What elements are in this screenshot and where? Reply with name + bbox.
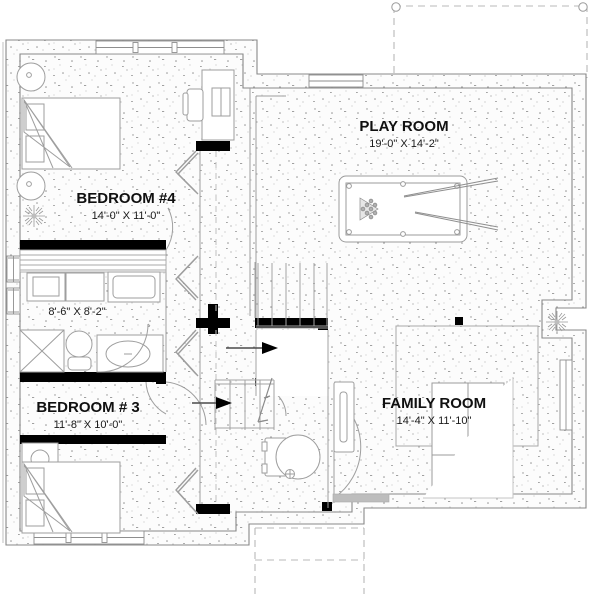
bathroom-vanity	[96, 334, 164, 373]
closet-laundry-dimensions: 8'-6" X 8'-2"	[48, 306, 105, 318]
column-circle-right	[578, 2, 588, 12]
bedroom3-name: BEDROOM # 3	[36, 399, 139, 416]
laundry-counter	[19, 249, 167, 273]
stair-diagonal-break	[257, 377, 273, 423]
stair-treads-top	[254, 262, 328, 329]
stair-upper-run	[255, 330, 329, 396]
door-bedroom3-entry-swing[interactable]	[145, 381, 167, 415]
room-label-playroom: PLAY ROOM 19'-0" X 14'-2"	[359, 118, 448, 150]
door-bedroom3-swing[interactable]	[165, 381, 207, 426]
playroom-dimensions: 19'-0" X 14'-2"	[369, 138, 439, 150]
room-label-closet-laundry: 8'-6" X 8'-2"	[48, 306, 105, 318]
bathroom-toilet	[65, 330, 93, 371]
bedroom3-bed	[21, 461, 121, 534]
bedroom4-bed	[21, 97, 121, 170]
stair-treads-landing	[214, 379, 275, 430]
bedroom4-dimensions: 14'-0" X 11'-0"	[92, 210, 161, 222]
family-room-snowflake	[546, 311, 568, 333]
room-label-familyroom: FAMILY ROOM 14'-4" X 11'-10"	[382, 395, 486, 427]
familyroom-dimensions: 14'-4" X 11'-10"	[397, 415, 472, 427]
family-room-sectional-sofa	[423, 377, 514, 499]
dryer-appliance	[65, 272, 105, 302]
laundry-sink	[107, 271, 161, 303]
bifold-closet-door-upper[interactable]	[175, 150, 199, 195]
window-right-familyroom	[559, 359, 573, 431]
dashed-patio-below	[254, 527, 365, 594]
bedroom3-dimensions: 11'-8" X 10'-0"	[54, 419, 123, 431]
pool-table	[338, 175, 468, 243]
bathroom-shower	[19, 329, 65, 373]
stair-arrow-down	[192, 397, 232, 409]
window-top-playroom	[308, 74, 364, 88]
bifold-closet-door-mid[interactable]	[175, 255, 199, 301]
pool-ball-rack	[359, 197, 379, 221]
room-label-bedroom3: BEDROOM # 3 11'-8" X 10'-0"	[36, 399, 139, 431]
bedroom4-desk	[201, 69, 235, 141]
column-circle-left	[391, 2, 401, 12]
window-left-bedroom4	[6, 255, 21, 283]
bedroom4-plant-snowflake	[23, 205, 45, 227]
door-bedroom4-swing[interactable]	[165, 207, 174, 251]
door-closet-swing[interactable]	[99, 323, 151, 373]
window-left-lower	[6, 287, 21, 315]
window-top-bedroom4	[95, 40, 225, 55]
stair-arrow-up	[226, 342, 278, 354]
room-label-bedroom4: BEDROOM #4 14'-0" X 11'-0"	[76, 190, 176, 222]
bifold-closet-door-lower[interactable]	[175, 329, 199, 377]
bedroom4-name: BEDROOM #4	[76, 190, 176, 207]
baseboard-register	[332, 493, 390, 503]
powder-cabinet	[333, 381, 355, 453]
bifold-closet-door-bottom[interactable]	[175, 467, 199, 515]
pool-cue-upper	[403, 177, 499, 198]
washer-appliance	[26, 272, 66, 302]
powder-sink	[275, 434, 321, 480]
bedroom4-nightstand-bottom	[16, 171, 46, 201]
bedroom4-nightstand-top	[16, 62, 46, 92]
pool-cue-lower	[414, 211, 499, 231]
familyroom-name: FAMILY ROOM	[382, 395, 486, 412]
playroom-name: PLAY ROOM	[359, 118, 448, 135]
bedroom4-desk-chair	[182, 88, 204, 122]
